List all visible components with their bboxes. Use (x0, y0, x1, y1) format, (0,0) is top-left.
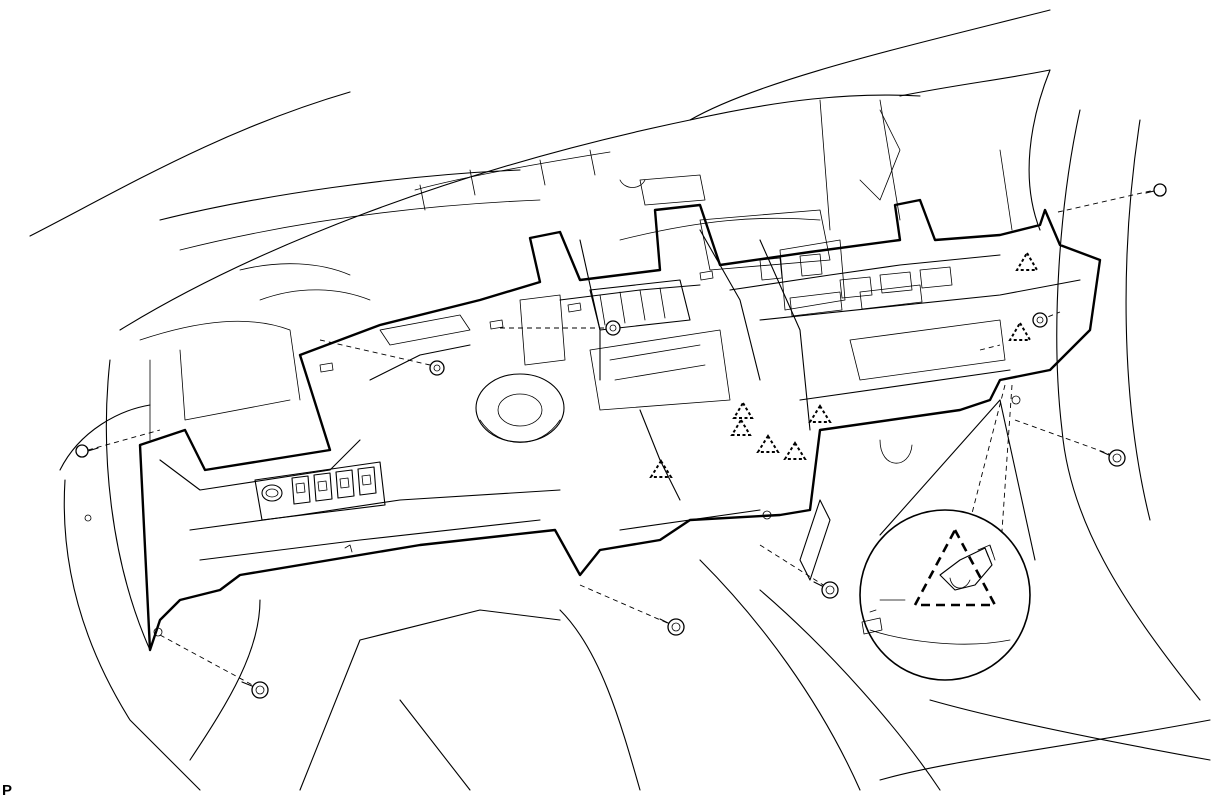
clip-marker-8 (649, 459, 673, 478)
dashboard-background-structure (139, 109, 1006, 443)
clip-marker-2 (1008, 321, 1032, 341)
instrument-panel-reinforcement (138, 198, 1102, 652)
clip-marker-4 (730, 418, 752, 436)
clip-detail-callout (859, 399, 1036, 681)
bolt-panel-left (429, 360, 445, 376)
bolt-center-right-lower (813, 581, 839, 599)
clip-marker-3 (732, 401, 754, 419)
clip-markers (649, 251, 1039, 478)
bolt-right (1099, 449, 1126, 467)
bolt-lower-left (241, 681, 269, 699)
clip-marker-5 (808, 404, 832, 423)
clip-marker-1 (1015, 251, 1039, 271)
bolt-center-lower (659, 618, 685, 636)
bolt-left (75, 444, 99, 458)
detail-marks (84, 270, 1021, 637)
bolt-panel-right (1032, 312, 1048, 328)
vehicle-body-outline (29, 9, 1211, 791)
figure-label: P (2, 782, 13, 799)
switch-panel (254, 461, 386, 521)
clip-marker-magnified (912, 527, 998, 607)
bolt-upper-right (1145, 183, 1167, 197)
bolts (75, 183, 1167, 699)
clip-marker-7 (783, 441, 807, 460)
bolt-panel-center (605, 320, 621, 336)
clip-marker-6 (756, 434, 780, 453)
